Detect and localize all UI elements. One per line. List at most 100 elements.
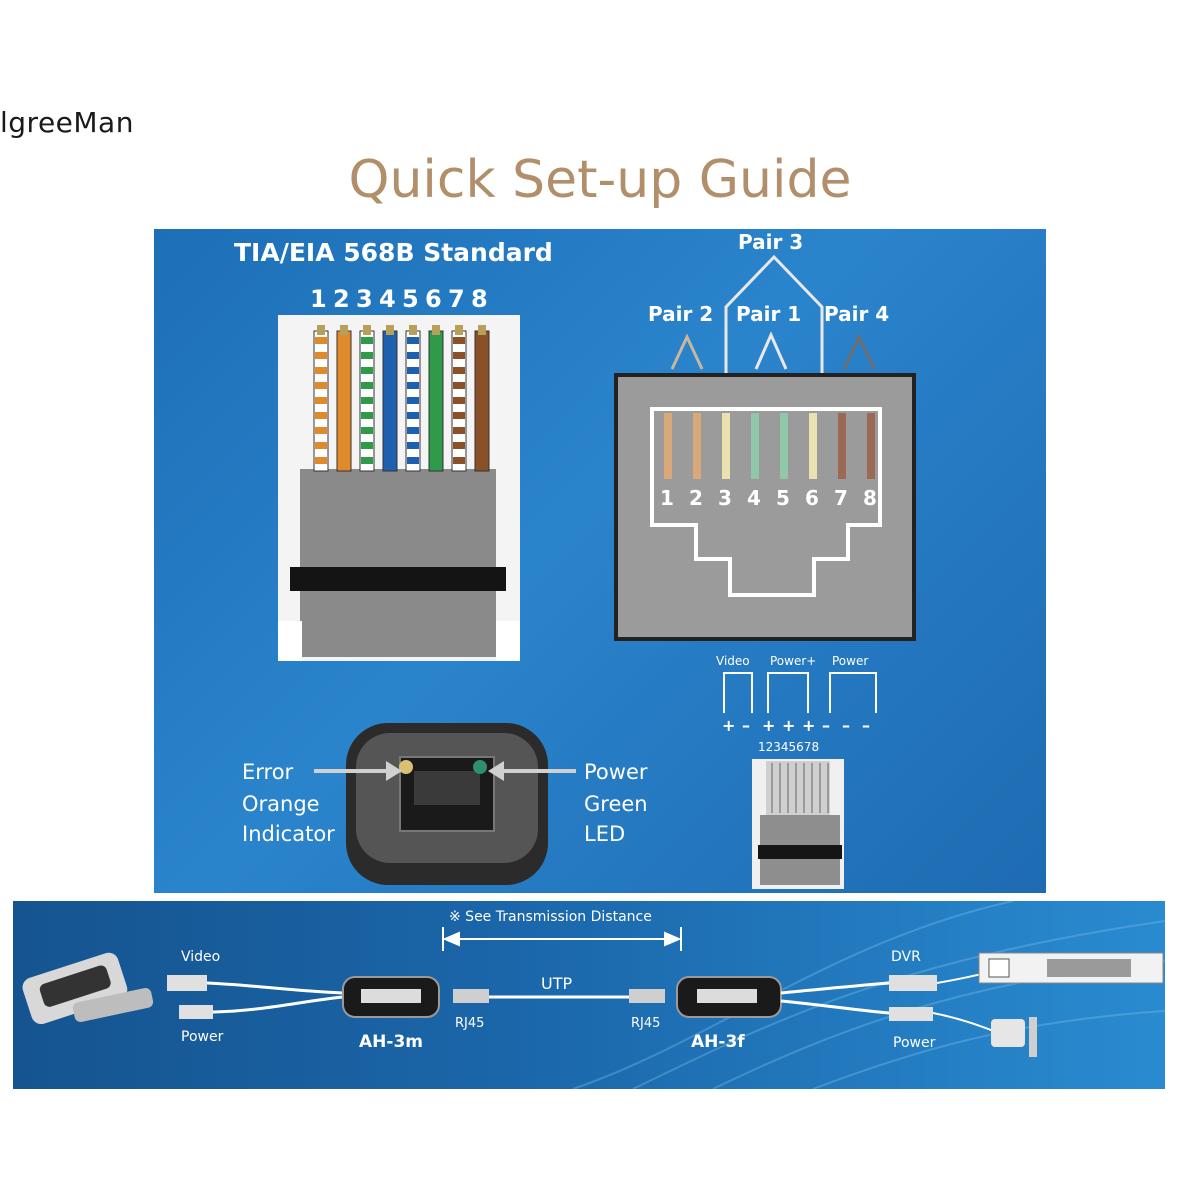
brand-logo: lgreeMan bbox=[0, 106, 134, 139]
jack-wire-1 bbox=[664, 413, 672, 479]
plug-wire-stripe bbox=[361, 442, 373, 449]
jack-pin-number-7: 7 bbox=[834, 486, 848, 510]
plug-pin-number-6: 6 bbox=[425, 285, 442, 313]
led-right-line2: Green bbox=[584, 792, 648, 816]
plug-pin-number-8: 8 bbox=[471, 285, 488, 313]
jack-wire-7 bbox=[838, 413, 846, 479]
power-led bbox=[473, 760, 487, 774]
pair3-bracket bbox=[724, 254, 824, 377]
polarity-sign-8: – bbox=[862, 716, 870, 735]
polarity-sign-5: + bbox=[802, 716, 815, 735]
plug-wire-stripe bbox=[407, 457, 419, 464]
polarity-sign-6: – bbox=[822, 716, 830, 735]
plug-wire-8 bbox=[474, 330, 490, 472]
plug-wire-stripe bbox=[361, 457, 373, 464]
power-plus-signal-label: Power+ bbox=[770, 654, 816, 668]
transmission-strip: ※ See Transmission Distance Video Power … bbox=[13, 901, 1165, 1089]
jack-wire-2 bbox=[693, 413, 701, 479]
led-left-line3: Indicator bbox=[242, 822, 335, 846]
plug-wire-stripe bbox=[407, 367, 419, 374]
transmitter-device bbox=[342, 976, 440, 1018]
power-adapter-icon bbox=[991, 1017, 1037, 1057]
jack-pin-number-4: 4 bbox=[747, 486, 761, 510]
jack-wire-6 bbox=[809, 413, 817, 479]
distance-note: ※ See Transmission Distance bbox=[449, 909, 652, 925]
plug-pin-number-4: 4 bbox=[379, 285, 396, 313]
jack-wire-8 bbox=[867, 413, 875, 479]
led-left-line2: Orange bbox=[242, 792, 320, 816]
plug-wire-stripe bbox=[361, 412, 373, 419]
standard-title: TIA/EIA 568B Standard bbox=[234, 238, 553, 267]
pair4-bracket bbox=[842, 333, 876, 370]
plug-wire-tip bbox=[409, 325, 417, 335]
plug-pin-number-5: 5 bbox=[402, 285, 419, 313]
plug-wire-stripe bbox=[453, 367, 465, 374]
plug-wire-stripe bbox=[315, 412, 327, 419]
dvr-power-label: Power bbox=[893, 1035, 936, 1051]
plug-wire-stripe bbox=[453, 382, 465, 389]
plug-wire-stripe bbox=[315, 442, 327, 449]
page-title: Quick Set-up Guide bbox=[348, 150, 852, 210]
rj45-left-label: RJ45 bbox=[455, 1016, 484, 1031]
plug-wire-6 bbox=[428, 330, 444, 472]
plug-wire-stripe bbox=[315, 367, 327, 374]
plug-wire-stripe bbox=[315, 457, 327, 464]
plug-wire-stripe bbox=[407, 412, 419, 419]
transmitter-label: AH-3m bbox=[359, 1032, 423, 1052]
rj45-connector-right bbox=[629, 989, 665, 1003]
utp-label: UTP bbox=[541, 974, 572, 993]
plug-wire-stripe bbox=[453, 352, 465, 359]
plug-wire-stripe bbox=[453, 427, 465, 434]
video-signal-label: Video bbox=[716, 654, 750, 668]
plug-wire-stripe bbox=[315, 352, 327, 359]
plug-wire-tip bbox=[432, 325, 440, 335]
camera-video-label: Video bbox=[181, 949, 220, 965]
jack-pin-number-8: 8 bbox=[863, 486, 877, 510]
plug-wire-stripe bbox=[315, 397, 327, 404]
plug-wire-stripe bbox=[361, 382, 373, 389]
plug-wire-stripe bbox=[315, 382, 327, 389]
plug-wire-tip bbox=[317, 325, 325, 335]
plug-wire-stripe bbox=[407, 397, 419, 404]
jack-pin-number-3: 3 bbox=[718, 486, 732, 510]
rj45-plug bbox=[278, 315, 520, 661]
polarity-signs: +–+++––– bbox=[722, 716, 870, 735]
plug-wire-stripe bbox=[453, 412, 465, 419]
plug-pin-number-1: 1 bbox=[310, 285, 327, 313]
plug-wire-tip bbox=[386, 325, 394, 335]
plug-wire-stripe bbox=[453, 397, 465, 404]
rj45-jack bbox=[614, 373, 916, 641]
polarity-sign-1: + bbox=[722, 716, 735, 735]
polarity-sign-4: + bbox=[782, 716, 795, 735]
plug-wire-stripe bbox=[361, 367, 373, 374]
dvr-label: DVR bbox=[891, 949, 921, 965]
plug-wire-stripe bbox=[315, 427, 327, 434]
jack-pin-number-6: 6 bbox=[805, 486, 819, 510]
plug-wire-stripe bbox=[453, 442, 465, 449]
camera-icon bbox=[22, 952, 154, 1025]
rj45-connector-left bbox=[453, 989, 489, 1003]
rj45-right-label: RJ45 bbox=[631, 1016, 660, 1031]
plug-wire-stripe bbox=[407, 382, 419, 389]
receiver-label: AH-3f bbox=[691, 1032, 745, 1052]
led-left-line1: Error bbox=[242, 760, 294, 784]
balun-device bbox=[314, 723, 576, 885]
plug-wire-stripe bbox=[315, 337, 327, 344]
led-right-line1: Power bbox=[584, 760, 648, 784]
small-pin-numbers: 12345678 bbox=[758, 740, 819, 754]
plug-wire-stripe bbox=[361, 337, 373, 344]
pair1-bracket bbox=[754, 331, 788, 370]
pair2-label: Pair 2 bbox=[648, 302, 713, 326]
error-led bbox=[399, 760, 413, 774]
polarity-sign-3: + bbox=[762, 716, 775, 735]
receiver-device bbox=[676, 976, 782, 1018]
jack-wires bbox=[664, 413, 875, 479]
plug-wire-stripe bbox=[407, 337, 419, 344]
plug-wire-stripe bbox=[407, 352, 419, 359]
plug-wire-stripe bbox=[407, 427, 419, 434]
signal-pinout bbox=[723, 672, 877, 713]
